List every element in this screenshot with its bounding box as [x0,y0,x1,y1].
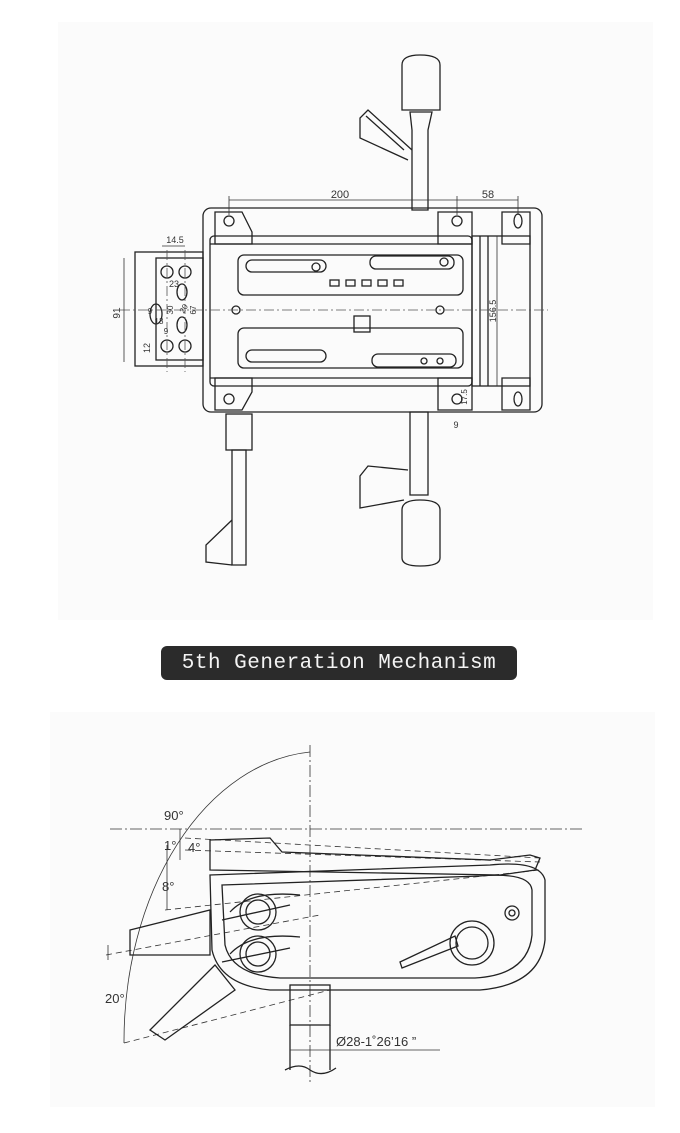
mechanism-housing [209,863,546,991]
angle-90: 90° [164,808,184,823]
back-bracket-tilted [148,964,236,1041]
dim-30: 30 [166,305,175,314]
upper-lever-shaft [409,111,433,211]
tension-knob [449,920,495,966]
gas-lift-top [289,984,331,1026]
seat-plate [209,837,541,876]
upper-lever-paddle [359,109,413,161]
lower-lever-shaft [409,411,429,496]
dim-91: 91 [112,307,123,319]
dim-9-c: 9 [453,420,458,430]
dim-67: 67 [189,305,198,314]
dim-12: 12 [142,343,152,353]
tension-lever [399,935,459,969]
angle-1: 1° [164,838,176,853]
angle-4: 4° [188,840,200,855]
back-bracket-upright [129,909,211,956]
upper-knob [401,54,441,111]
top-view-background [58,22,653,620]
angle-20: 20° [105,991,125,1006]
dim-9-b: 9 [164,327,169,336]
dim-14-5: 14.5 [166,235,184,245]
top-view-drawing: 200 58 14.5 23 91 13 30 20 9 9 67 12 156… [112,54,548,567]
upper-spring [239,893,277,931]
dim-13: 13 [155,317,164,326]
lower-knob [401,499,441,567]
angle-8: 8° [162,879,174,894]
dim-17-5: 17.5 [460,389,469,405]
shaft-diameter: Ø28-1˚26’16 ” [336,1034,416,1049]
tilt-arc [123,751,311,1044]
dim-23: 23 [169,279,179,289]
dim-58: 58 [482,189,494,201]
side-view-background [50,712,655,1107]
dim-9-a: 9 [148,307,153,316]
dim-200: 200 [331,189,349,201]
lower-spring [239,935,277,973]
caption-badge: 5th Generation Mechanism [161,646,517,680]
dim-156-5: 156.5 [488,300,498,323]
